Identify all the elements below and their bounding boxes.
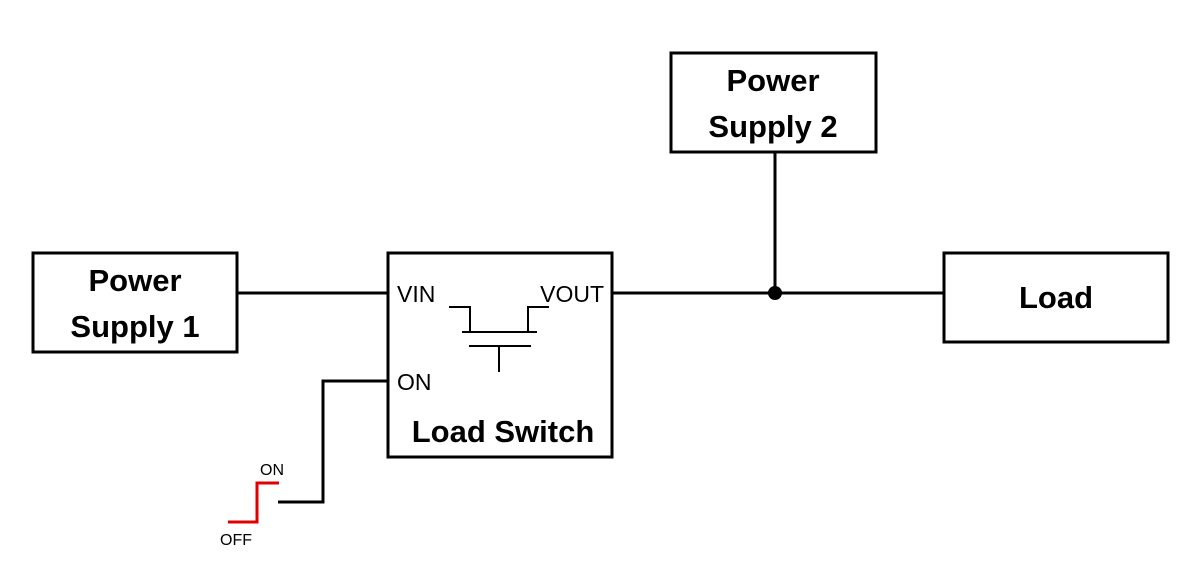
junction-dot [768,286,782,300]
wire-on-control [278,379,388,504]
load-label: Load [1019,280,1093,315]
power-supply-2-label-line2: Supply 2 [708,109,837,144]
on-off-step-signal: ON OFF [220,462,284,549]
load-switch-label: Load Switch [412,414,595,449]
load-switch-block: VIN VOUT ON Load Switch [386,251,614,459]
step-waveform [228,481,279,524]
load-block: Load [942,251,1170,344]
power-supply-1-label-line1: Power [88,263,181,298]
pin-vin-label: VIN [397,281,435,307]
power-supply-2-label-line1: Power [726,63,819,98]
pin-on-label: ON [397,369,432,395]
power-supply-2-block: Power Supply 2 [669,51,878,154]
signal-on-label: ON [260,462,284,479]
mosfet-symbol [449,306,549,372]
power-supply-1-block: Power Supply 1 [31,251,239,354]
pin-vout-label: VOUT [540,281,604,307]
power-supply-1-label-line2: Supply 1 [70,309,199,344]
signal-off-label: OFF [220,532,252,549]
